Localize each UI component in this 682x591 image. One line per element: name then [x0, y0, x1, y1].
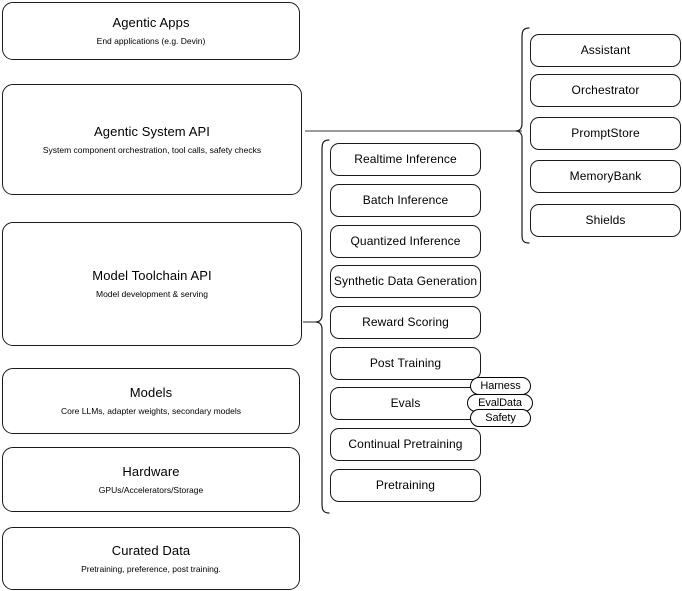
- stack-layer-agentic-apps[interactable]: Agentic Apps End applications (e.g. Devi…: [2, 2, 300, 60]
- layer-subtitle: Core LLMs, adapter weights, secondary mo…: [60, 406, 241, 416]
- system-component-promptstore[interactable]: PromptStore: [530, 117, 681, 150]
- toolchain-component-pretraining[interactable]: Pretraining: [330, 469, 481, 502]
- tag-label: Safety: [485, 411, 516, 424]
- layer-subtitle: GPUs/Accelerators/Storage: [98, 484, 204, 495]
- layer-title: Agentic Apps: [112, 15, 190, 30]
- layer-subtitle: Model development & serving: [96, 289, 208, 299]
- evals-tag-harness[interactable]: Harness: [470, 377, 531, 395]
- component-label: Realtime Inference: [354, 152, 457, 166]
- layer-title: Models: [129, 385, 173, 400]
- layer-title: Agentic System API: [94, 123, 210, 139]
- component-label: Continual Pretraining: [348, 437, 463, 451]
- component-label: Shields: [585, 213, 626, 227]
- component-label: Evals: [390, 396, 421, 410]
- layer-title: Curated Data: [111, 542, 191, 558]
- system-component-orchestrator[interactable]: Orchestrator: [530, 74, 681, 107]
- component-label: MemoryBank: [569, 169, 642, 183]
- toolchain-component-continual-pretraining[interactable]: Continual Pretraining: [330, 428, 481, 461]
- layer-subtitle: System component orchestration, tool cal…: [42, 144, 262, 155]
- tag-label: Harness: [480, 379, 521, 392]
- system-component-assistant[interactable]: Assistant: [530, 34, 681, 67]
- stack-layer-curated-data[interactable]: Curated Data Pretraining, preference, po…: [2, 527, 300, 590]
- toolchain-component-quantized-inference[interactable]: Quantized Inference: [330, 225, 481, 258]
- stack-layer-hardware[interactable]: Hardware GPUs/Accelerators/Storage: [2, 447, 300, 512]
- component-label: Reward Scoring: [362, 315, 449, 329]
- toolchain-component-synthetic-data-generation[interactable]: Synthetic Data Generation: [330, 265, 481, 298]
- toolchain-component-evals[interactable]: Evals: [330, 387, 481, 420]
- component-label: Assistant: [580, 43, 631, 57]
- system-component-memorybank[interactable]: MemoryBank: [530, 160, 681, 193]
- component-label: Post Training: [369, 356, 442, 370]
- toolchain-component-reward-scoring[interactable]: Reward Scoring: [330, 306, 481, 339]
- component-label: PromptStore: [571, 126, 640, 140]
- component-label: Orchestrator: [571, 83, 640, 97]
- tag-label: EvalData: [478, 396, 522, 409]
- layer-subtitle: Pretraining, preference, post training.: [81, 563, 221, 574]
- toolchain-component-batch-inference[interactable]: Batch Inference: [330, 184, 481, 217]
- stack-layer-agentic-system-api[interactable]: Agentic System API System component orch…: [2, 84, 302, 195]
- stack-layer-models[interactable]: Models Core LLMs, adapter weights, secon…: [2, 368, 300, 434]
- toolchain-component-realtime-inference[interactable]: Realtime Inference: [330, 143, 481, 176]
- component-label: Batch Inference: [362, 193, 449, 207]
- component-label: Synthetic Data Generation: [333, 274, 478, 288]
- layer-title: Model Toolchain API: [92, 268, 212, 283]
- evals-tag-safety[interactable]: Safety: [470, 409, 531, 427]
- system-component-shields[interactable]: Shields: [530, 204, 681, 237]
- layer-subtitle: End applications (e.g. Devin): [96, 36, 206, 46]
- stack-layer-model-toolchain-api[interactable]: Model Toolchain API Model development & …: [2, 222, 302, 346]
- layer-title: Hardware: [122, 463, 180, 479]
- component-label: Pretraining: [375, 478, 436, 492]
- toolchain-component-post-training[interactable]: Post Training: [330, 347, 481, 380]
- component-label: Quantized Inference: [350, 234, 461, 248]
